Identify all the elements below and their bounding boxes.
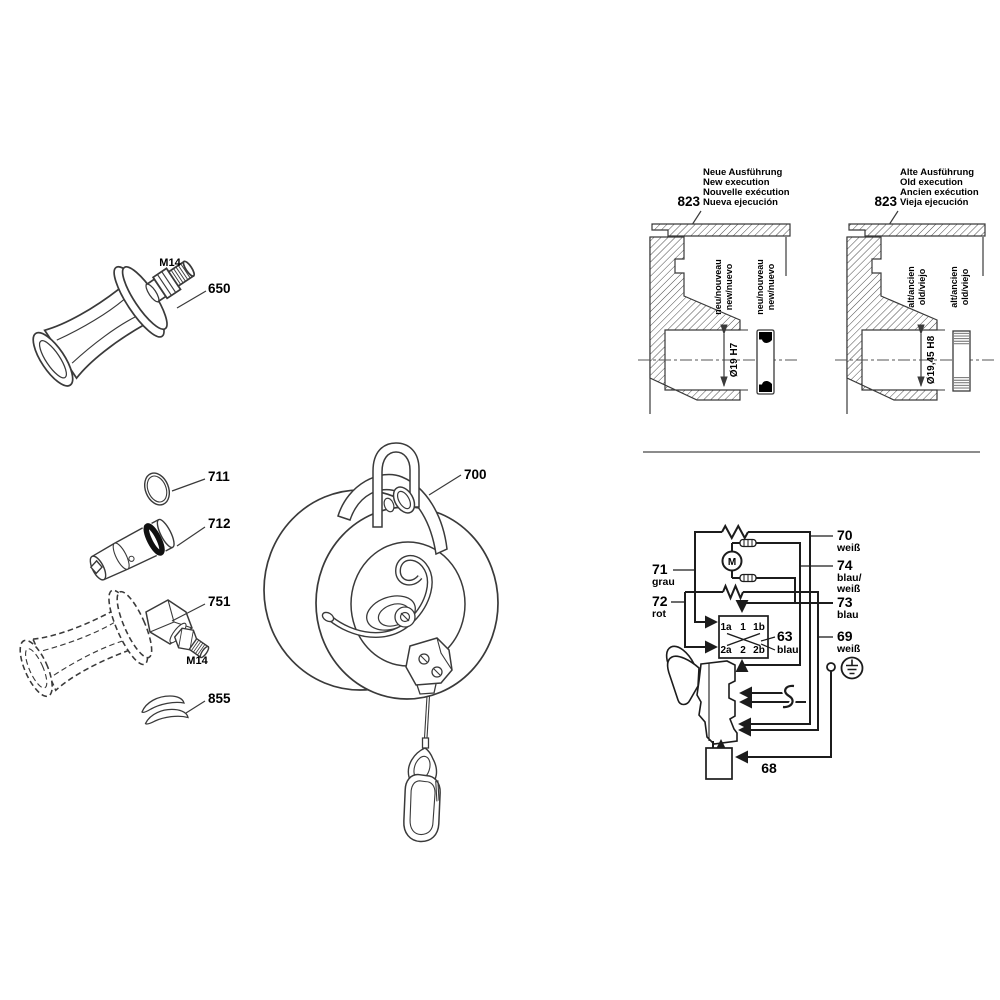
new-exec-tag1-b: neu/nouveau [755, 259, 765, 315]
terminal-1b: 1b [753, 622, 765, 633]
new-exec-section-view [638, 223, 800, 414]
old-exec-dimension: Ø19,45 H8 [926, 335, 937, 384]
motor-label: M [728, 557, 736, 568]
part-700-leader [428, 474, 462, 496]
new-exec-tag1-a: neu/nouveau [713, 259, 723, 315]
wire-73-color: blau [837, 609, 859, 621]
new-exec-tag2-a: new/nuevo [724, 263, 734, 310]
section-new-execution: Neue Ausführung New execution Nouvelle e… [638, 167, 800, 414]
part-650-label: 650 [208, 281, 231, 296]
wire-70-color: weiß [836, 542, 861, 554]
wire-72-number: 72 [652, 593, 668, 609]
old-exec-line4: Vieja ejecución [900, 197, 969, 208]
part-823-old-label: 823 [874, 194, 897, 209]
new-exec-line4: Nueva ejecución [703, 197, 778, 208]
terminal-1a: 1a [720, 622, 732, 633]
old-exec-section-view [835, 223, 995, 414]
part-751-leader [171, 603, 206, 622]
old-exec-line2: Old execution [900, 177, 963, 188]
earth-terminal [826, 662, 836, 672]
trigger-switch-drawing [665, 645, 738, 745]
wire-69-number: 69 [837, 628, 853, 644]
terminal-2a: 2a [720, 645, 732, 656]
new-exec-tag2-b: new/nuevo [766, 263, 776, 310]
new-exec-line3: Nouvelle exécution [703, 187, 790, 198]
motor-symbol [721, 550, 743, 572]
terminal-2: 2 [740, 645, 746, 656]
part-751-drawing [19, 589, 210, 698]
part-650-drawing [32, 260, 196, 387]
part-650-leader [176, 290, 207, 309]
old-exec-tag1-b: alt/ancien [949, 266, 959, 308]
part-711-leader [171, 478, 206, 492]
part-855-leader [185, 700, 206, 714]
reversing-switch-box [718, 615, 769, 659]
part-712-leader [176, 526, 206, 547]
part-650-thread-label: M14 [159, 257, 181, 269]
part-855-drawing [141, 695, 189, 725]
part-700-label: 700 [464, 467, 487, 482]
wire-74-color2: weiß [836, 583, 861, 595]
part-711-label: 711 [208, 469, 230, 484]
terminal-2b: 2b [753, 645, 765, 656]
ground-icon [840, 656, 864, 680]
old-exec-tag1-a: alt/ancien [906, 266, 916, 308]
cord-grommet-box [705, 747, 733, 780]
wire-70-number: 70 [837, 527, 853, 543]
part-711-drawing [143, 472, 171, 506]
wiring-diagram [665, 523, 864, 780]
wire-73-number: 73 [837, 594, 853, 610]
wire-63-number: 63 [777, 628, 793, 644]
wire-74-number: 74 [837, 557, 853, 573]
part-855-label: 855 [208, 691, 231, 706]
old-exec-line3: Ancien exécution [900, 187, 979, 198]
old-exec-tag2-a: old/viejo [917, 268, 927, 305]
new-exec-dimension: Ø19 H7 [729, 342, 740, 377]
part-712-drawing [89, 518, 175, 581]
cord-symbol [782, 684, 795, 709]
wire-63-color: blau [777, 644, 799, 656]
section-old-execution: Alte Ausführung Old execution Ancien exé… [835, 167, 995, 414]
wire-68-number: 68 [761, 760, 777, 776]
wire-72-color: rot [652, 608, 667, 620]
part-751-thread-label: M14 [186, 655, 208, 667]
part-823-new-label: 823 [677, 194, 700, 209]
part-700-drawing [263, 442, 499, 843]
wire-71-number: 71 [652, 561, 668, 577]
wire-69-color: weiß [836, 643, 861, 655]
new-exec-line2: New execution [703, 177, 770, 188]
wire-71-color: grau [652, 576, 675, 588]
part-712-label: 712 [208, 516, 231, 531]
wire-74-color1: blau/ [837, 572, 862, 584]
old-exec-line1: Alte Ausführung [900, 167, 974, 178]
terminal-1: 1 [740, 622, 746, 633]
part-751-label: 751 [208, 594, 231, 609]
old-exec-tag2-b: old/viejo [960, 268, 970, 305]
new-exec-line1: Neue Ausführung [703, 167, 783, 178]
